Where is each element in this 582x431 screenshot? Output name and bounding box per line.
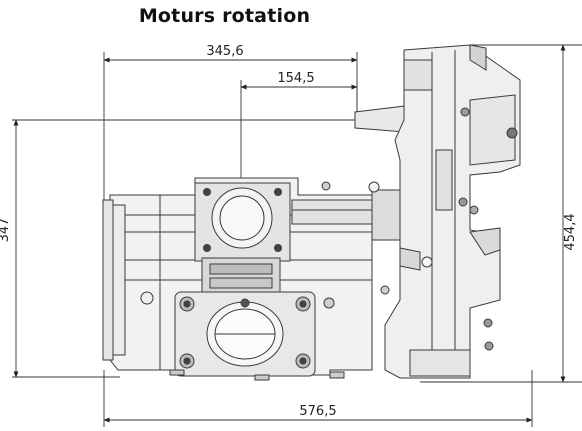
dim-label-top-inner: 154,5 [277,71,314,86]
dimension-bottom-width [103,370,533,427]
coupling-block [201,257,281,293]
drawing-title: Moturs rotation [138,5,311,27]
dim-label-top-overall: 345,6 [206,44,243,59]
gearbox-housing [368,44,521,379]
base-feet [169,369,345,381]
dimension-left-height [12,119,410,378]
side-bolts [140,181,390,309]
dim-label-left-height: 347 [0,218,12,243]
dimension-right-height [420,44,582,383]
dim-label-bottom-width: 576,5 [299,404,336,419]
lower-flange [174,291,316,377]
upper-flange [194,182,291,262]
dim-label-right-height: 454,4 [563,213,578,250]
